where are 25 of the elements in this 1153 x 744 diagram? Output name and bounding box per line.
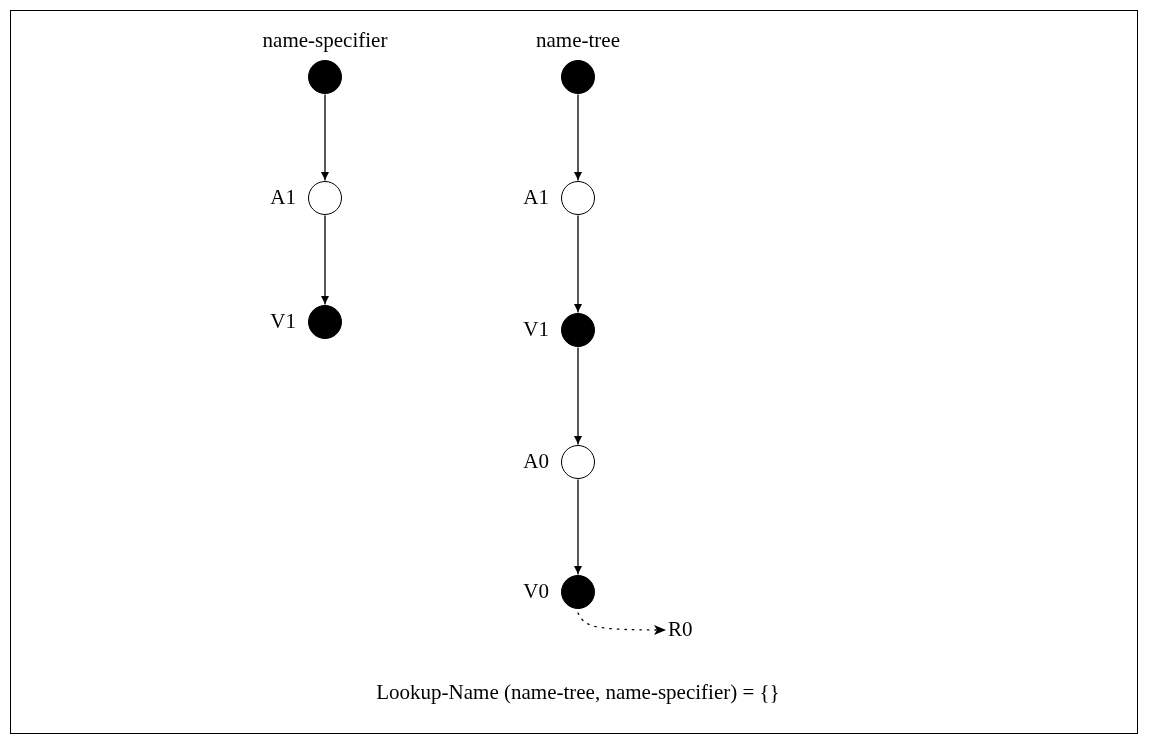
node-label: V0: [523, 581, 549, 602]
node-label: V1: [523, 319, 549, 340]
filled-node-dot: [561, 60, 595, 94]
arrow: [321, 94, 329, 181]
open-node-circle: [308, 181, 342, 215]
node-label: A1: [270, 187, 296, 208]
node-label: A0: [523, 451, 549, 472]
node-label: R0: [668, 617, 693, 641]
open-node-circle: [561, 181, 595, 215]
caption: Lookup-Name (name-tree, name-specifier) = {}: [376, 682, 780, 703]
filled-node-dot: [561, 313, 595, 347]
filled-node-dot: [561, 575, 595, 609]
node-label: name-tree: [536, 30, 620, 51]
arrow: [574, 94, 582, 181]
filled-node-dot: [308, 305, 342, 339]
node-label: A1: [523, 187, 549, 208]
arrow: [577, 612, 667, 635]
arrow: [574, 479, 582, 575]
arrow: [574, 215, 582, 313]
arrow: [321, 215, 329, 305]
filled-node-dot: [308, 60, 342, 94]
node-label: name-specifier: [262, 30, 388, 51]
node-label: V1: [270, 311, 296, 332]
arrow: [574, 347, 582, 445]
open-node-circle: [561, 445, 595, 479]
